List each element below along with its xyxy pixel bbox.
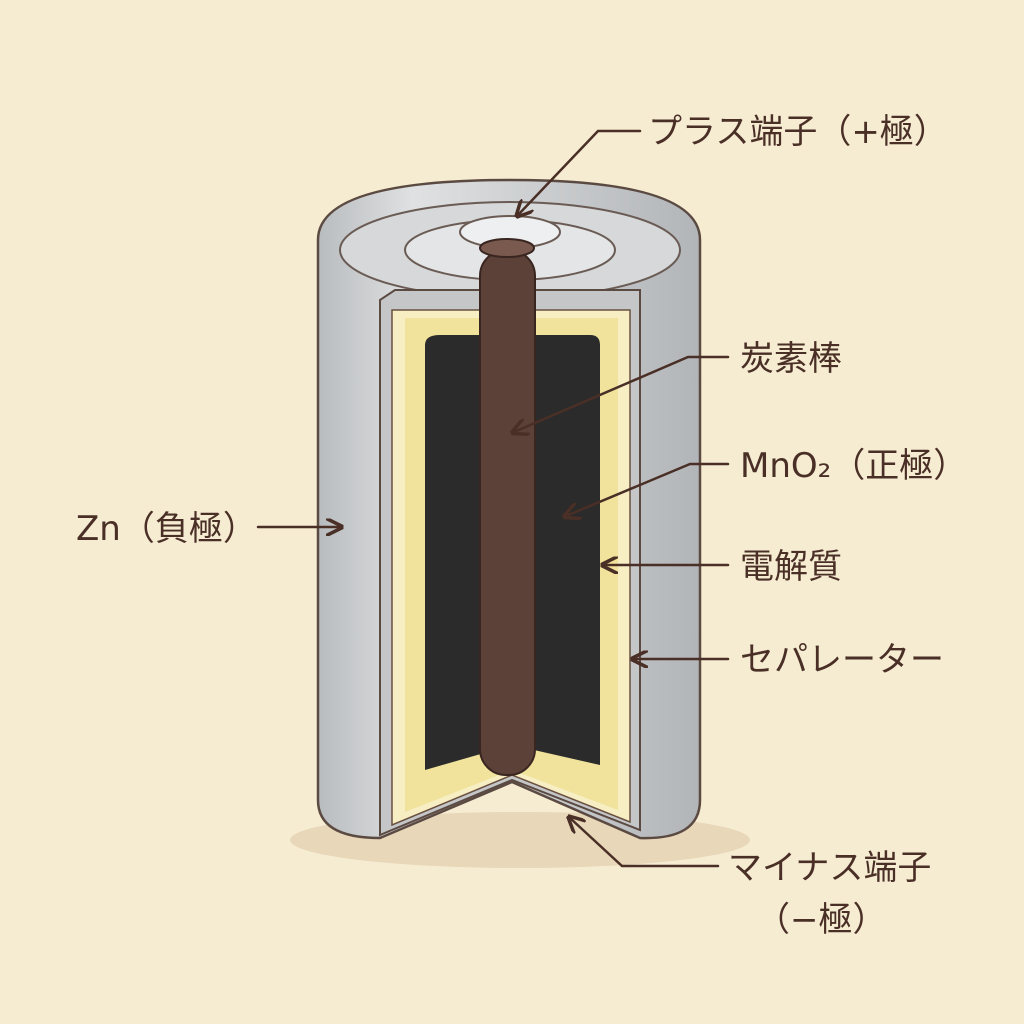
carbon-rod-top [479, 238, 535, 258]
label-carbon-rod: 炭素棒 [740, 339, 842, 379]
label-zinc: Zn（負極） [76, 509, 257, 549]
mno2-arrow [566, 462, 730, 516]
minus-terminal-arrow [570, 818, 720, 868]
label-electrolyte: 電解質 [740, 547, 842, 587]
label-plus-terminal: プラス端子（+極） [648, 112, 948, 152]
label-mno2: MnO₂（正極） [740, 446, 967, 486]
label-minus-terminal: マイナス端子 [728, 848, 931, 888]
label-minus-terminal-pole: （−極） [756, 900, 887, 940]
label-separator: セパレーター [740, 640, 944, 680]
carbon-rod-arrow [514, 355, 730, 432]
carbon-rod [479, 249, 536, 776]
plus-terminal-arrow [518, 129, 642, 215]
